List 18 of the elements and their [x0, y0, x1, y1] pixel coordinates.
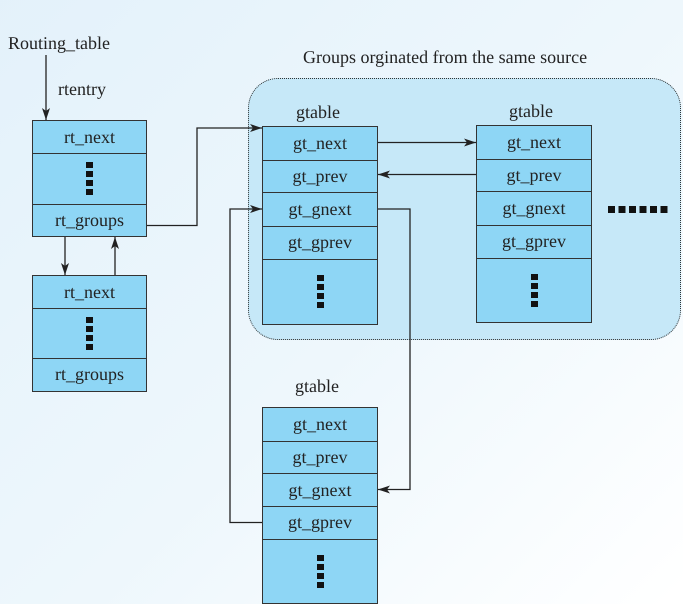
arrow: [42, 55, 50, 120]
field-row: gt_prev: [477, 158, 591, 192]
arrow: [378, 170, 476, 178]
arrow: [111, 237, 119, 275]
source-label: Routing_table: [8, 33, 110, 54]
arrow: [378, 208, 411, 494]
arrow: [61, 237, 69, 275]
struct-title: gtable: [509, 101, 553, 122]
field-row: gt_prev: [263, 160, 377, 192]
arrow: [378, 138, 476, 146]
field-row: gt_prev: [263, 440, 377, 474]
struct-title: rtentry: [58, 79, 106, 100]
struct-title: gtable: [296, 102, 340, 123]
arrow: [147, 124, 262, 226]
group-title: Groups orginated from the same source: [303, 47, 588, 68]
struct-box: [32, 275, 147, 392]
arrow: [229, 205, 262, 524]
struct-title: gtable: [295, 376, 339, 397]
